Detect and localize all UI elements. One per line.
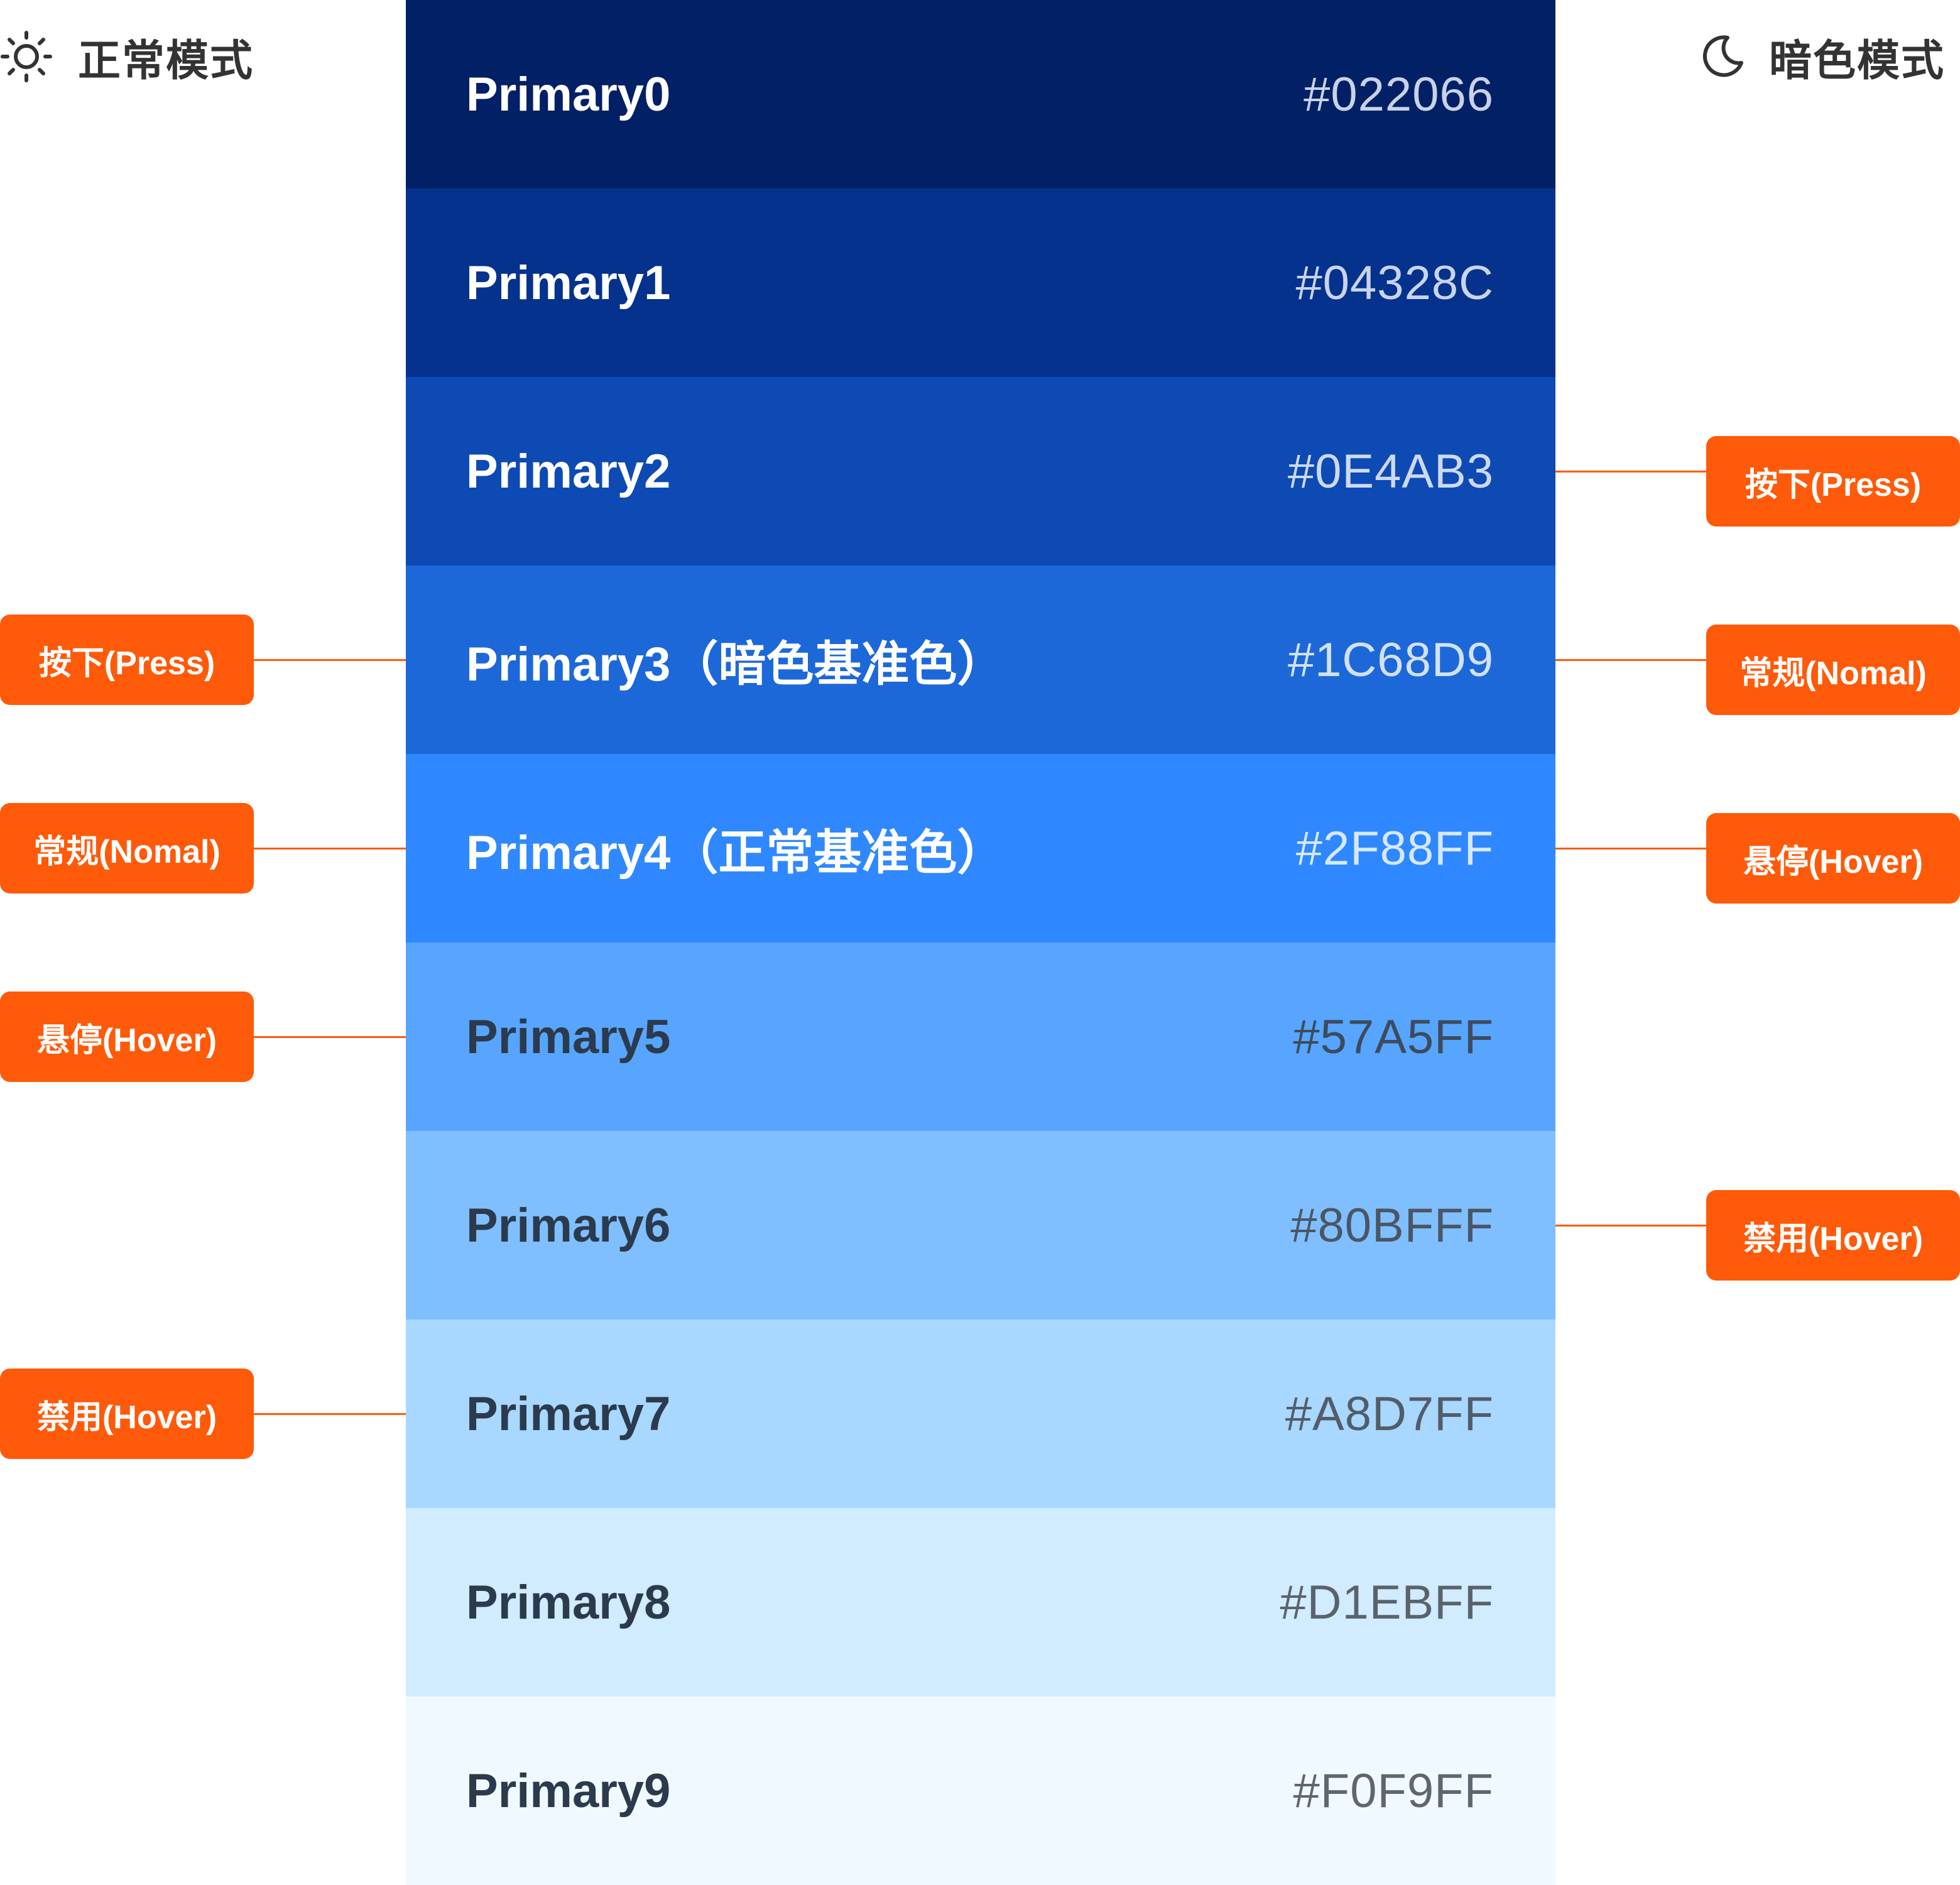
swatch-name: Primary5: [466, 1010, 671, 1064]
connector-line: [1555, 1225, 1706, 1227]
color-palette: Primary0 #022066 Primary1 #04328C Primar…: [406, 0, 1555, 1885]
tag-label: 按下(Press): [1745, 466, 1922, 503]
swatch-hex: #57A5FF: [1293, 1010, 1494, 1064]
dark-tag-normal: 常规(Nomal): [1706, 625, 1960, 715]
swatch-name: Primary1: [466, 256, 671, 310]
light-tag-press: 按下(Press): [0, 615, 254, 705]
light-mode-title: 正常模式: [78, 36, 254, 85]
swatch-primary1: Primary1 #04328C: [406, 188, 1555, 377]
swatch-primary5: Primary5 #57A5FF: [406, 942, 1555, 1131]
connector-line: [254, 1036, 406, 1038]
light-tag-hover: 悬停(Hover): [0, 992, 254, 1082]
tag-label: 禁用(Hover): [1743, 1220, 1924, 1257]
tag-label: 悬停(Hover): [1743, 843, 1924, 880]
swatch-primary7: Primary7 #A8D7FF: [406, 1320, 1555, 1508]
swatch-hex: #A8D7FF: [1285, 1387, 1494, 1441]
dark-tag-hover: 悬停(Hover): [1706, 813, 1960, 904]
moon-icon: [1699, 33, 1746, 80]
tag-label: 常规(Nomal): [1740, 655, 1927, 692]
connector-line: [1555, 659, 1706, 661]
tag-label: 禁用(Hover): [36, 1399, 217, 1436]
tag-label: 按下(Press): [38, 645, 215, 682]
dark-mode-header: 暗色模式: [1699, 25, 1945, 88]
light-tag-normal: 常规(Nomal): [0, 803, 254, 893]
swatch-primary2: Primary2 #0E4AB3: [406, 377, 1555, 566]
dark-tag-press: 按下(Press): [1706, 436, 1960, 527]
tag-label: 悬停(Hover): [36, 1022, 217, 1059]
tag-label: 常规(Nomal): [33, 833, 220, 870]
dark-tag-disabled: 禁用(Hover): [1706, 1190, 1960, 1281]
swatch-primary3: Primary3（暗色基准色） #1C68D9: [406, 566, 1555, 754]
swatch-hex: #F0F9FF: [1293, 1764, 1494, 1818]
swatch-hex: #80BFFF: [1290, 1198, 1494, 1252]
connector-line: [254, 1413, 406, 1415]
connector-line: [1555, 471, 1706, 473]
light-tag-disabled: 禁用(Hover): [0, 1369, 254, 1459]
swatch-name: Primary4（正常基准色）: [466, 826, 1005, 880]
swatch-hex: #1C68D9: [1287, 633, 1494, 687]
swatch-name: Primary6: [466, 1198, 671, 1252]
swatch-primary0: Primary0 #022066: [406, 0, 1555, 188]
connector-line: [254, 848, 406, 850]
swatch-hex: #2F88FF: [1295, 821, 1494, 875]
swatch-primary9: Primary9 #F0F9FF: [406, 1696, 1555, 1885]
swatch-name: Primary2: [466, 444, 671, 498]
swatch-primary6: Primary6 #80BFFF: [406, 1131, 1555, 1320]
swatch-hex: #0E4AB3: [1287, 444, 1494, 498]
connector-line: [254, 659, 406, 661]
swatch-name: Primary3（暗色基准色）: [466, 638, 1005, 691]
swatch-name: Primary7: [466, 1387, 671, 1441]
swatch-name: Primary0: [466, 67, 671, 121]
swatch-name: Primary9: [466, 1764, 671, 1818]
swatch-primary8: Primary8 #D1EBFF: [406, 1508, 1555, 1696]
dark-mode-title: 暗色模式: [1768, 36, 1945, 85]
swatch-name: Primary8: [466, 1575, 671, 1629]
connector-line: [1555, 848, 1706, 850]
swatch-hex: #022066: [1304, 67, 1494, 121]
swatch-hex: #04328C: [1295, 256, 1494, 310]
light-mode-header: 正常模式: [0, 25, 254, 88]
swatch-primary4: Primary4（正常基准色） #2F88FF: [406, 754, 1555, 942]
sun-icon: [0, 30, 53, 83]
swatch-hex: #D1EBFF: [1280, 1575, 1494, 1629]
